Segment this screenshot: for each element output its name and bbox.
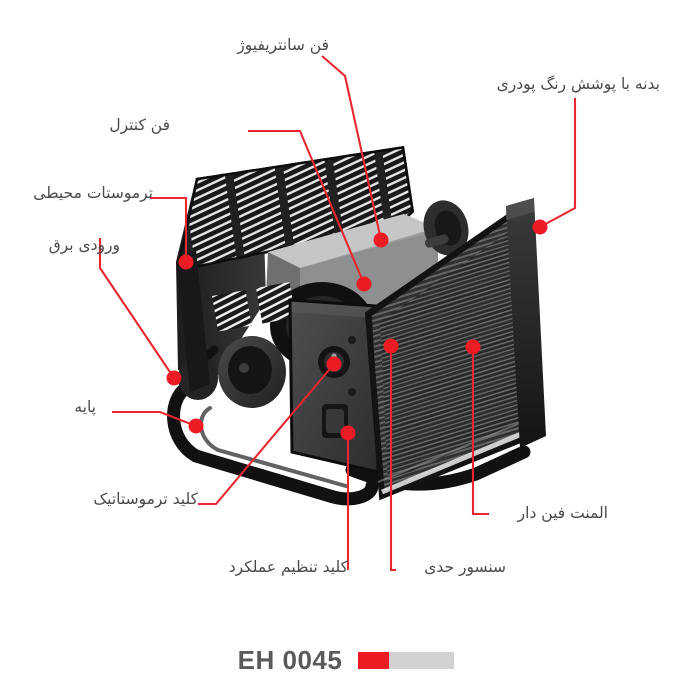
- leader-powder-coated-body: [539, 98, 577, 228]
- control-panel: [288, 298, 380, 474]
- callout-finned-element: المنت فین دار: [517, 504, 608, 522]
- dot-thermostatic-switch: [326, 356, 342, 372]
- frame-post-right: [506, 198, 546, 448]
- model-code: EH 0045: [237, 644, 343, 675]
- dot-finned-element: [465, 339, 481, 355]
- dot-control-fan: [356, 276, 372, 292]
- dot-powder-coated-body: [532, 219, 548, 235]
- leader-lines: [98, 55, 577, 572]
- dot-power-inlet: [166, 370, 182, 386]
- callout-thermostatic-switch: کلید ترموستاتیک: [93, 490, 198, 508]
- dot-stand: [188, 418, 204, 434]
- callout-ambient-thermostat: ترموستات محیطی: [33, 184, 153, 202]
- model-footer: EH 0045: [0, 640, 692, 680]
- callout-control-fan: فن کنترل: [109, 116, 170, 134]
- leader-thermostatic-switch: [198, 363, 335, 506]
- callout-stand: پایه: [74, 398, 96, 416]
- swatch-grey-segment: [389, 651, 455, 669]
- swatch-red-segment: [358, 651, 390, 669]
- dot-ambient-thermostat: [178, 254, 194, 270]
- color-swatch: [358, 651, 455, 669]
- middle-louvre: [212, 282, 296, 332]
- callout-limit-sensor: سنسور حدی: [424, 558, 506, 576]
- leader-power-inlet: [98, 238, 175, 379]
- leader-finned-element: [471, 347, 489, 516]
- leader-stand: [112, 410, 197, 427]
- callout-power-inlet: ورودی برق: [48, 236, 120, 254]
- frame-post-left: [176, 250, 210, 392]
- leader-control-fan: [248, 129, 365, 285]
- callout-function-selector: کلید تنظیم عملکرد: [228, 558, 348, 576]
- callout-powder-coated-body: بدنه با پوشش رنگ پودری: [496, 75, 660, 93]
- finned-element-grille: [364, 200, 544, 501]
- leader-dots: [166, 219, 548, 441]
- dot-function-selector: [340, 425, 356, 441]
- leader-centrifugal-fan: [321, 55, 383, 241]
- dot-limit-sensor: [383, 338, 399, 354]
- leader-ambient-thermostat: [150, 196, 188, 262]
- leader-limit-sensor: [389, 346, 396, 572]
- dot-centrifugal-fan: [373, 232, 389, 248]
- callout-centrifugal-fan: فن سانتریفیوژ: [237, 36, 329, 54]
